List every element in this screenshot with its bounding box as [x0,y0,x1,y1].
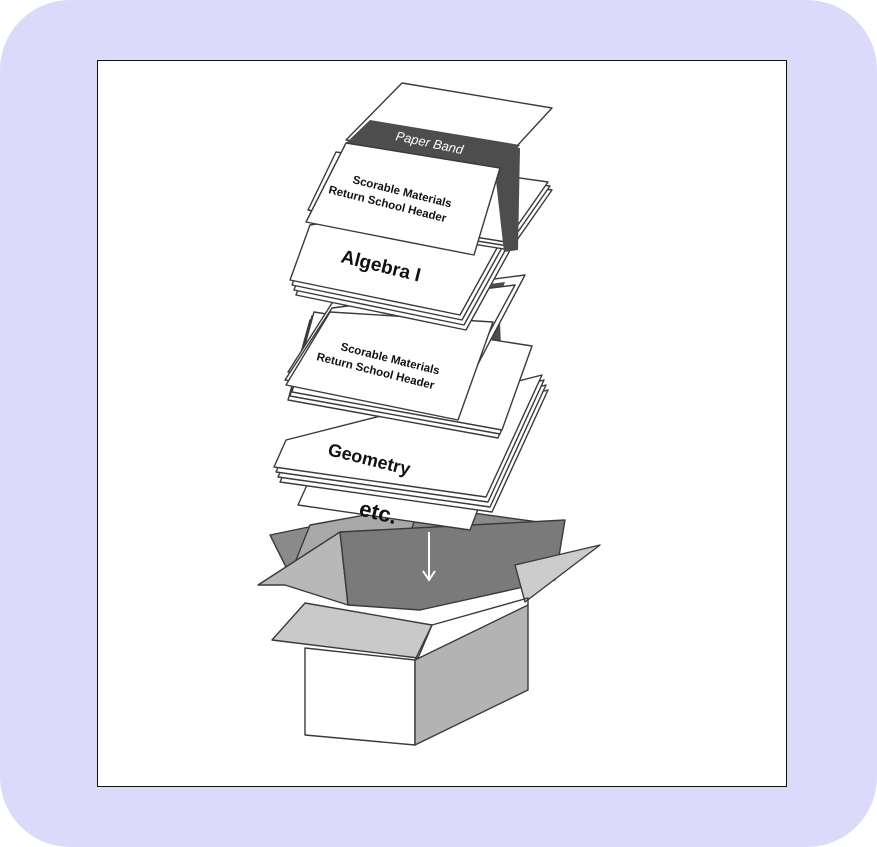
box-front-flap [272,603,432,658]
box-front-face [305,648,415,745]
